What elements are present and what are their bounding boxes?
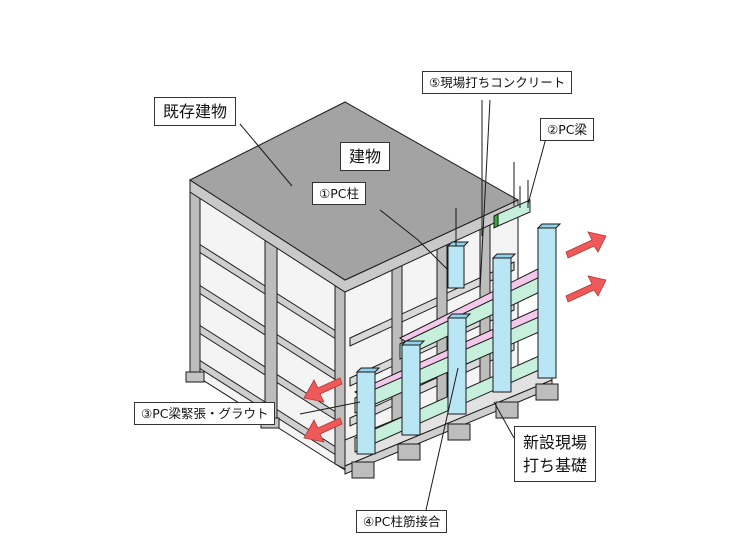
pc-column	[492, 257, 512, 393]
pc-column-hoisted	[447, 245, 465, 289]
label-new-foundation: 新設現場 打ち基礎	[514, 426, 597, 483]
label-existing-building: 既存建物	[154, 97, 237, 127]
arrow-right-icon	[565, 275, 607, 303]
label-new-foundation-line1: 新設現場	[523, 433, 588, 452]
label-cast-in-place-concrete: ⑤現場打ちコンクリート	[422, 71, 573, 94]
pc-column	[401, 344, 421, 436]
label-pc-beam-tension: ③PC梁緊張・グラウト	[134, 402, 276, 425]
label-pc-beam: ②PC梁	[540, 118, 594, 141]
arrow-right-icon	[303, 417, 343, 443]
arrows	[303, 231, 607, 443]
label-new-foundation-line2: 打ち基礎	[523, 456, 588, 476]
pc-column	[537, 227, 557, 379]
arrow-right-icon	[565, 231, 607, 259]
label-pc-column-rebar: ④PC柱筋接合	[356, 510, 448, 533]
pc-columns	[355, 223, 562, 455]
leader-lines	[239, 99, 547, 511]
arrow-right-icon	[303, 377, 343, 403]
pc-column	[356, 371, 376, 455]
label-pc-column: ①PC柱	[312, 182, 366, 205]
label-building: 建物	[340, 142, 391, 172]
